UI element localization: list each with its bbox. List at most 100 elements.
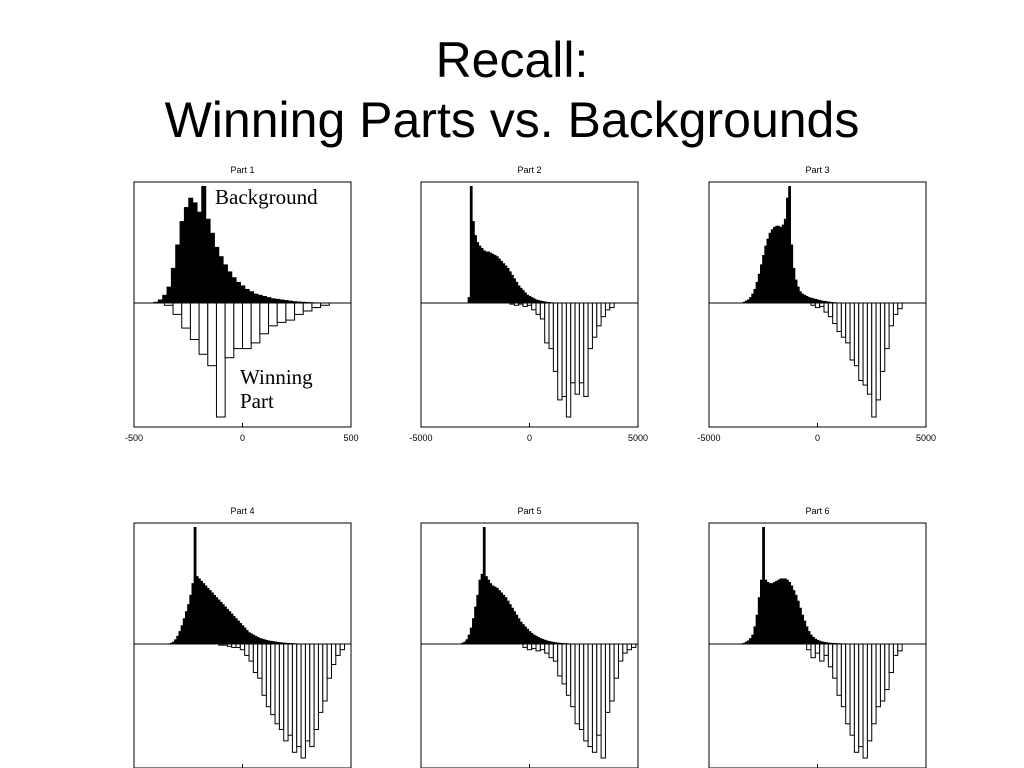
background-bar	[469, 186, 473, 303]
background-bar	[746, 640, 750, 644]
winning-bar	[557, 643, 563, 677]
background-bar	[485, 251, 488, 303]
background-bar	[198, 578, 201, 644]
background-bar	[480, 248, 484, 303]
winning-part-label: Part	[240, 389, 274, 413]
winning-bar	[276, 302, 287, 323]
background-bar	[515, 614, 519, 644]
chart-bars	[167, 527, 345, 759]
winning-bar	[565, 643, 572, 696]
background-bar	[751, 634, 755, 644]
winning-bar	[862, 302, 868, 386]
background-bar	[179, 221, 185, 303]
chart-frame	[708, 522, 927, 768]
background-bar	[237, 620, 240, 644]
x-tick-label: 5000	[628, 433, 648, 443]
winning-bar	[322, 643, 328, 702]
background-bar	[742, 642, 746, 644]
background-bar	[489, 583, 493, 644]
winning-bar	[244, 643, 250, 656]
background-bar	[539, 638, 543, 644]
x-tick-label: -5000	[409, 433, 432, 443]
background-bar	[180, 625, 184, 644]
background-bar	[788, 581, 791, 644]
winning-bar	[215, 302, 226, 418]
winning-bar	[866, 302, 873, 395]
background-label-bg	[213, 184, 341, 211]
background-bar	[498, 258, 501, 303]
winning-bar	[257, 643, 263, 679]
winning-bar	[871, 302, 877, 418]
background-bar	[500, 592, 503, 644]
chart-title: Part 1	[230, 165, 254, 175]
background-bar	[753, 626, 757, 644]
winning-bar	[574, 643, 580, 725]
background-bar	[502, 594, 506, 644]
winning-bar	[849, 643, 855, 736]
winning-bar	[309, 643, 315, 748]
winning-bar	[335, 643, 341, 656]
x-tick-label: 0	[527, 433, 532, 443]
background-bar	[187, 604, 190, 644]
winning-bar	[535, 643, 541, 652]
winning-bar	[557, 302, 563, 401]
background-bar	[541, 301, 545, 303]
winning-bar	[252, 643, 259, 673]
winning-bar	[840, 302, 847, 338]
background-bar	[511, 274, 514, 303]
chart-title: Part 4	[230, 506, 254, 516]
winning-bar	[879, 302, 886, 372]
background-bar	[271, 641, 275, 644]
background-bar	[175, 244, 181, 303]
background-bar	[213, 594, 216, 644]
background-bar	[282, 642, 286, 644]
background-bar	[196, 211, 202, 303]
background-bar	[526, 628, 530, 644]
winning-bar	[823, 643, 829, 656]
winning-bar	[596, 643, 602, 736]
background-bar	[545, 640, 549, 644]
winning-bar	[858, 643, 864, 748]
winning-bar	[819, 643, 825, 662]
background-bar	[755, 281, 759, 303]
chart-title: Part 5	[517, 506, 541, 516]
background-bar	[218, 256, 224, 303]
winning-bar	[304, 643, 311, 742]
background-bar	[191, 583, 195, 644]
winning-bar	[283, 643, 289, 742]
background-bar	[746, 299, 750, 303]
background-bar	[766, 238, 770, 303]
winning-bar	[879, 643, 886, 702]
winning-bar	[224, 302, 235, 359]
background-bar	[530, 297, 534, 303]
background-bar	[493, 586, 497, 644]
background-bar	[513, 278, 516, 303]
background-bar	[803, 294, 807, 303]
winning-bar	[270, 643, 276, 716]
background-bar	[157, 299, 163, 303]
background-bar	[777, 225, 781, 303]
background-bar	[228, 611, 232, 644]
background-bar	[183, 207, 189, 303]
background-bar	[816, 299, 820, 303]
background-bar	[278, 642, 282, 644]
winning-bar	[278, 643, 285, 730]
winning-bar	[622, 643, 628, 654]
background-bar	[506, 600, 510, 644]
winning-bar	[888, 643, 894, 673]
slide-title: Recall: Winning Parts vs. Backgrounds	[0, 30, 1024, 150]
background-bar	[211, 592, 214, 644]
winning-bar	[233, 302, 244, 350]
background-bar	[807, 297, 811, 303]
background-bar	[273, 641, 277, 644]
background-bar	[831, 642, 835, 644]
winning-bar	[574, 302, 580, 395]
winning-bar	[827, 643, 834, 668]
background-bar	[205, 218, 211, 303]
background-bar	[534, 635, 538, 644]
background-bar	[256, 636, 260, 644]
background-bar	[222, 264, 228, 303]
background-bar	[169, 642, 173, 644]
background-bar	[214, 246, 220, 303]
background-bar	[284, 642, 288, 644]
